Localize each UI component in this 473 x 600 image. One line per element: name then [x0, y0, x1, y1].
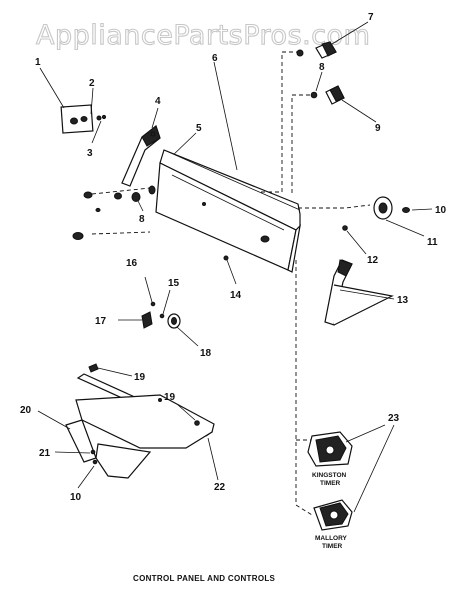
part-screw-14: [223, 255, 237, 285]
part-knob-9: [325, 85, 377, 123]
part-knob-7: [296, 21, 369, 59]
callout-10-lower: 10: [70, 492, 82, 503]
part-knob-11: [373, 196, 433, 237]
part-clip-8-upper: [310, 71, 323, 99]
callout-10-right: 10: [435, 205, 447, 216]
callout-6: 6: [212, 53, 218, 64]
callout-8-lower: 8: [139, 214, 145, 225]
part-kingston-timer: [307, 424, 386, 467]
callout-21: 21: [39, 448, 51, 459]
callout-19-upper: 19: [134, 372, 146, 383]
callout-16: 16: [126, 258, 138, 269]
callout-4: 4: [155, 96, 161, 107]
callout-18: 18: [200, 348, 212, 359]
watermark: AppliancePartsPros.com: [36, 20, 370, 51]
part-mallory-timer: [313, 424, 395, 531]
callout-8-upper: 8: [319, 62, 325, 73]
callout-11: 11: [427, 237, 438, 248]
callout-22: 22: [214, 482, 226, 493]
part-left-end-cap: [121, 107, 161, 187]
part-knobs-left: [72, 185, 156, 240]
part-screw-12: [342, 225, 367, 255]
kingston-timer-label-2: TIMER: [320, 480, 341, 487]
callout-7: 7: [368, 12, 374, 23]
callout-12: 12: [367, 255, 379, 266]
mallory-timer-label-2: TIMER: [322, 543, 343, 550]
assembly-dashes-right: [258, 51, 371, 516]
callout-13: 13: [397, 295, 409, 306]
diagram-caption: CONTROL PANEL AND CONTROLS: [133, 574, 276, 583]
callout-9: 9: [375, 123, 381, 134]
callout-17: 17: [95, 316, 107, 327]
part-switch-group: [118, 276, 199, 347]
callout-14: 14: [230, 290, 242, 301]
callout-15: 15: [168, 278, 180, 289]
callout-20: 20: [20, 405, 32, 416]
kingston-timer-label-1: KINGSTON: [312, 472, 346, 479]
part-control-panel: [155, 61, 301, 273]
part-bracket-plate: [60, 104, 107, 134]
callout-2: 2: [89, 78, 95, 89]
callout-1: 1: [35, 57, 41, 68]
callout-19-lower: 19: [164, 392, 176, 403]
callout-3: 3: [87, 148, 93, 159]
leader-lines-upper-left: [39, 67, 102, 144]
callout-5: 5: [196, 123, 202, 134]
part-lower-bracket: [37, 363, 219, 489]
mallory-timer-label-1: MALLORY: [315, 535, 348, 542]
callout-23: 23: [388, 413, 400, 424]
part-right-end-cap: [324, 259, 395, 326]
